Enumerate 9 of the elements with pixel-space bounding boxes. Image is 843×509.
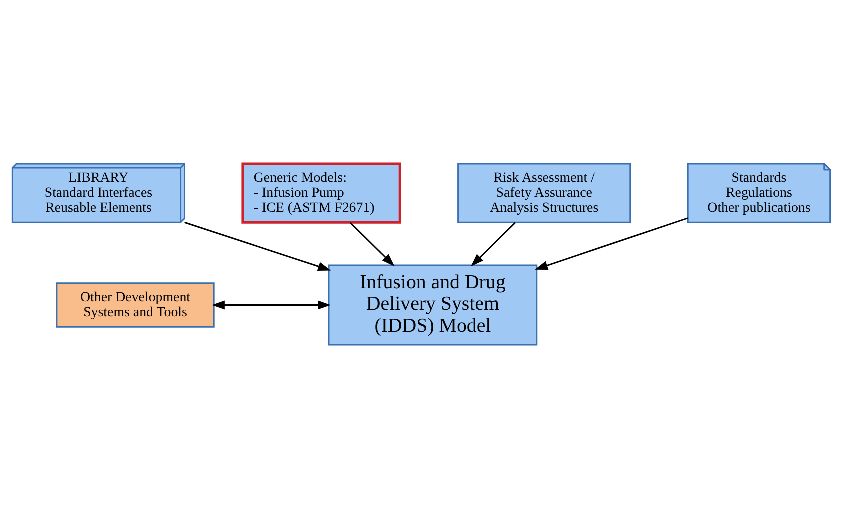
node-box: Risk Assessment / Safety Assurance Analysis Structures <box>458 163 632 224</box>
node-box: Other Development Systems and Tools <box>56 282 215 328</box>
arrow <box>184 222 332 271</box>
node-box: Generic Models: - Infusion Pump - ICE (ASTM F2671) <box>242 162 402 224</box>
arrow <box>350 222 395 267</box>
arrow <box>535 218 688 270</box>
arrow <box>471 222 516 267</box>
arrow <box>212 300 331 310</box>
node-box: Infusion and Drug Delivery System (IDDS) Model <box>328 264 538 346</box>
